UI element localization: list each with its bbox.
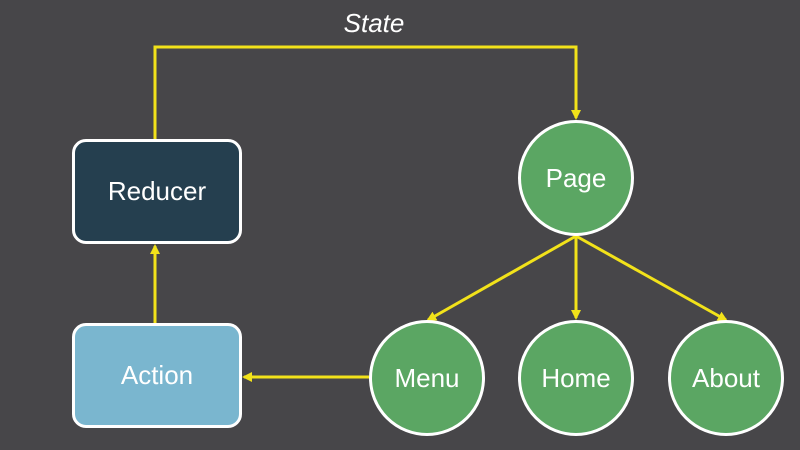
- action-node: Action: [72, 323, 242, 428]
- action-label: Action: [120, 360, 194, 390]
- reducer-label: Reducer: [107, 176, 207, 206]
- about-node: About: [668, 320, 784, 436]
- page-node: Page: [518, 120, 634, 236]
- home-node: Home: [518, 320, 634, 436]
- reducer-node: Reducer: [72, 139, 242, 244]
- menu-label: Menu: [394, 362, 460, 393]
- page-label: Page: [545, 162, 607, 193]
- home-label: Home: [541, 362, 611, 393]
- page-to-about-arrow: [575, 234, 728, 322]
- about-label: About: [692, 362, 760, 393]
- state-arrow: [153, 45, 581, 139]
- menu-node: Menu: [369, 320, 485, 436]
- page-to-menu-arrow: [426, 234, 577, 322]
- state-label: State: [343, 8, 405, 38]
